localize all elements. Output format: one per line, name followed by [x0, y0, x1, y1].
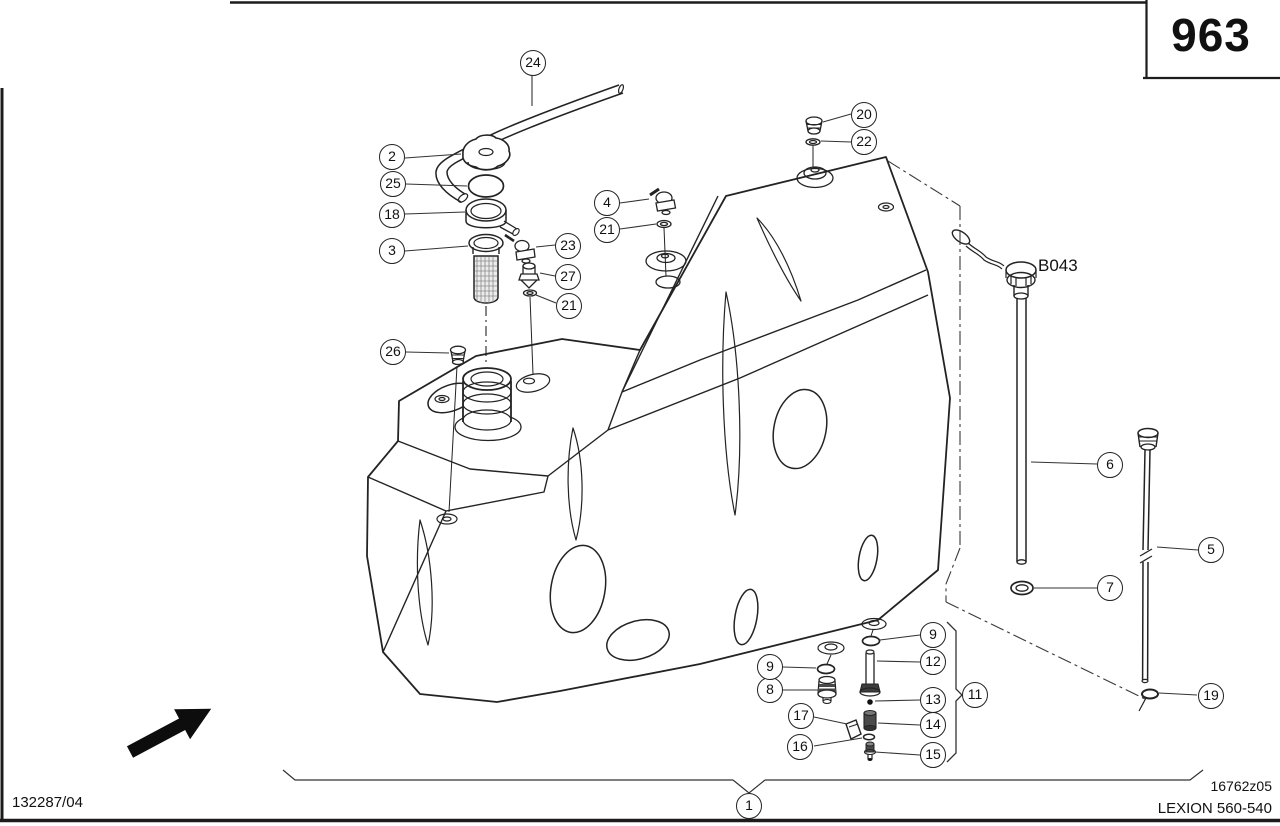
leader-lines [282, 76, 1204, 794]
callout-6: 6 [1097, 452, 1123, 478]
fitting-23 [504, 233, 536, 264]
callout-3: 3 [379, 238, 405, 264]
callout-1: 1 [736, 793, 762, 819]
callout-2: 2 [379, 144, 405, 170]
callout-13: 13 [920, 687, 946, 713]
callout-19: 19 [1198, 683, 1224, 709]
model-name: LEXION 560-540 [1157, 800, 1272, 817]
document-reference: 132287/04 [12, 794, 83, 811]
fuel-strainer [468, 233, 504, 366]
callout-18: 18 [379, 202, 405, 228]
callout-25: 25 [380, 171, 406, 197]
filler-collar [465, 198, 520, 237]
fitting-27 [518, 262, 540, 375]
drain-bosses [817, 617, 887, 655]
page-number: 963 [1171, 9, 1251, 61]
fitting-4 [649, 187, 677, 277]
callout-11: 11 [962, 682, 988, 708]
callout-5: 5 [1198, 537, 1224, 563]
callout-21b: 21 [556, 293, 582, 319]
filler-neck [454, 367, 522, 442]
plug-26 [448, 345, 467, 513]
callout-7: 7 [1097, 575, 1123, 601]
callout-9a: 9 [757, 654, 783, 680]
filler-cap [462, 134, 511, 171]
callout-16: 16 [787, 734, 813, 760]
drain-assembly [816, 629, 881, 761]
dipstick [1137, 427, 1159, 712]
callout-22: 22 [851, 129, 877, 155]
callout-15: 15 [920, 742, 946, 768]
callout-14: 14 [920, 712, 946, 738]
sensor-label: B043 [1038, 256, 1078, 275]
figure-reference: 16762z05 [1210, 778, 1272, 794]
tank-body [366, 156, 951, 703]
callout-23: 23 [555, 233, 581, 259]
cap-seal-ring [467, 174, 505, 198]
direction-arrow-icon [126, 708, 212, 758]
callout-26: 26 [380, 339, 406, 365]
callout-4: 4 [594, 190, 620, 216]
callout-20: 20 [851, 102, 877, 128]
plug-20 [805, 116, 823, 167]
callout-17: 17 [788, 703, 814, 729]
projection-lines [887, 160, 1148, 701]
callout-27: 27 [555, 264, 581, 290]
callout-9b: 9 [920, 622, 946, 648]
fuel-level-sensor [951, 229, 1037, 596]
callout-12: 12 [920, 649, 946, 675]
tank-boss-item20 [796, 166, 834, 189]
callout-8: 8 [757, 677, 783, 703]
callout-24: 24 [520, 50, 546, 76]
callout-21a: 21 [594, 217, 620, 243]
